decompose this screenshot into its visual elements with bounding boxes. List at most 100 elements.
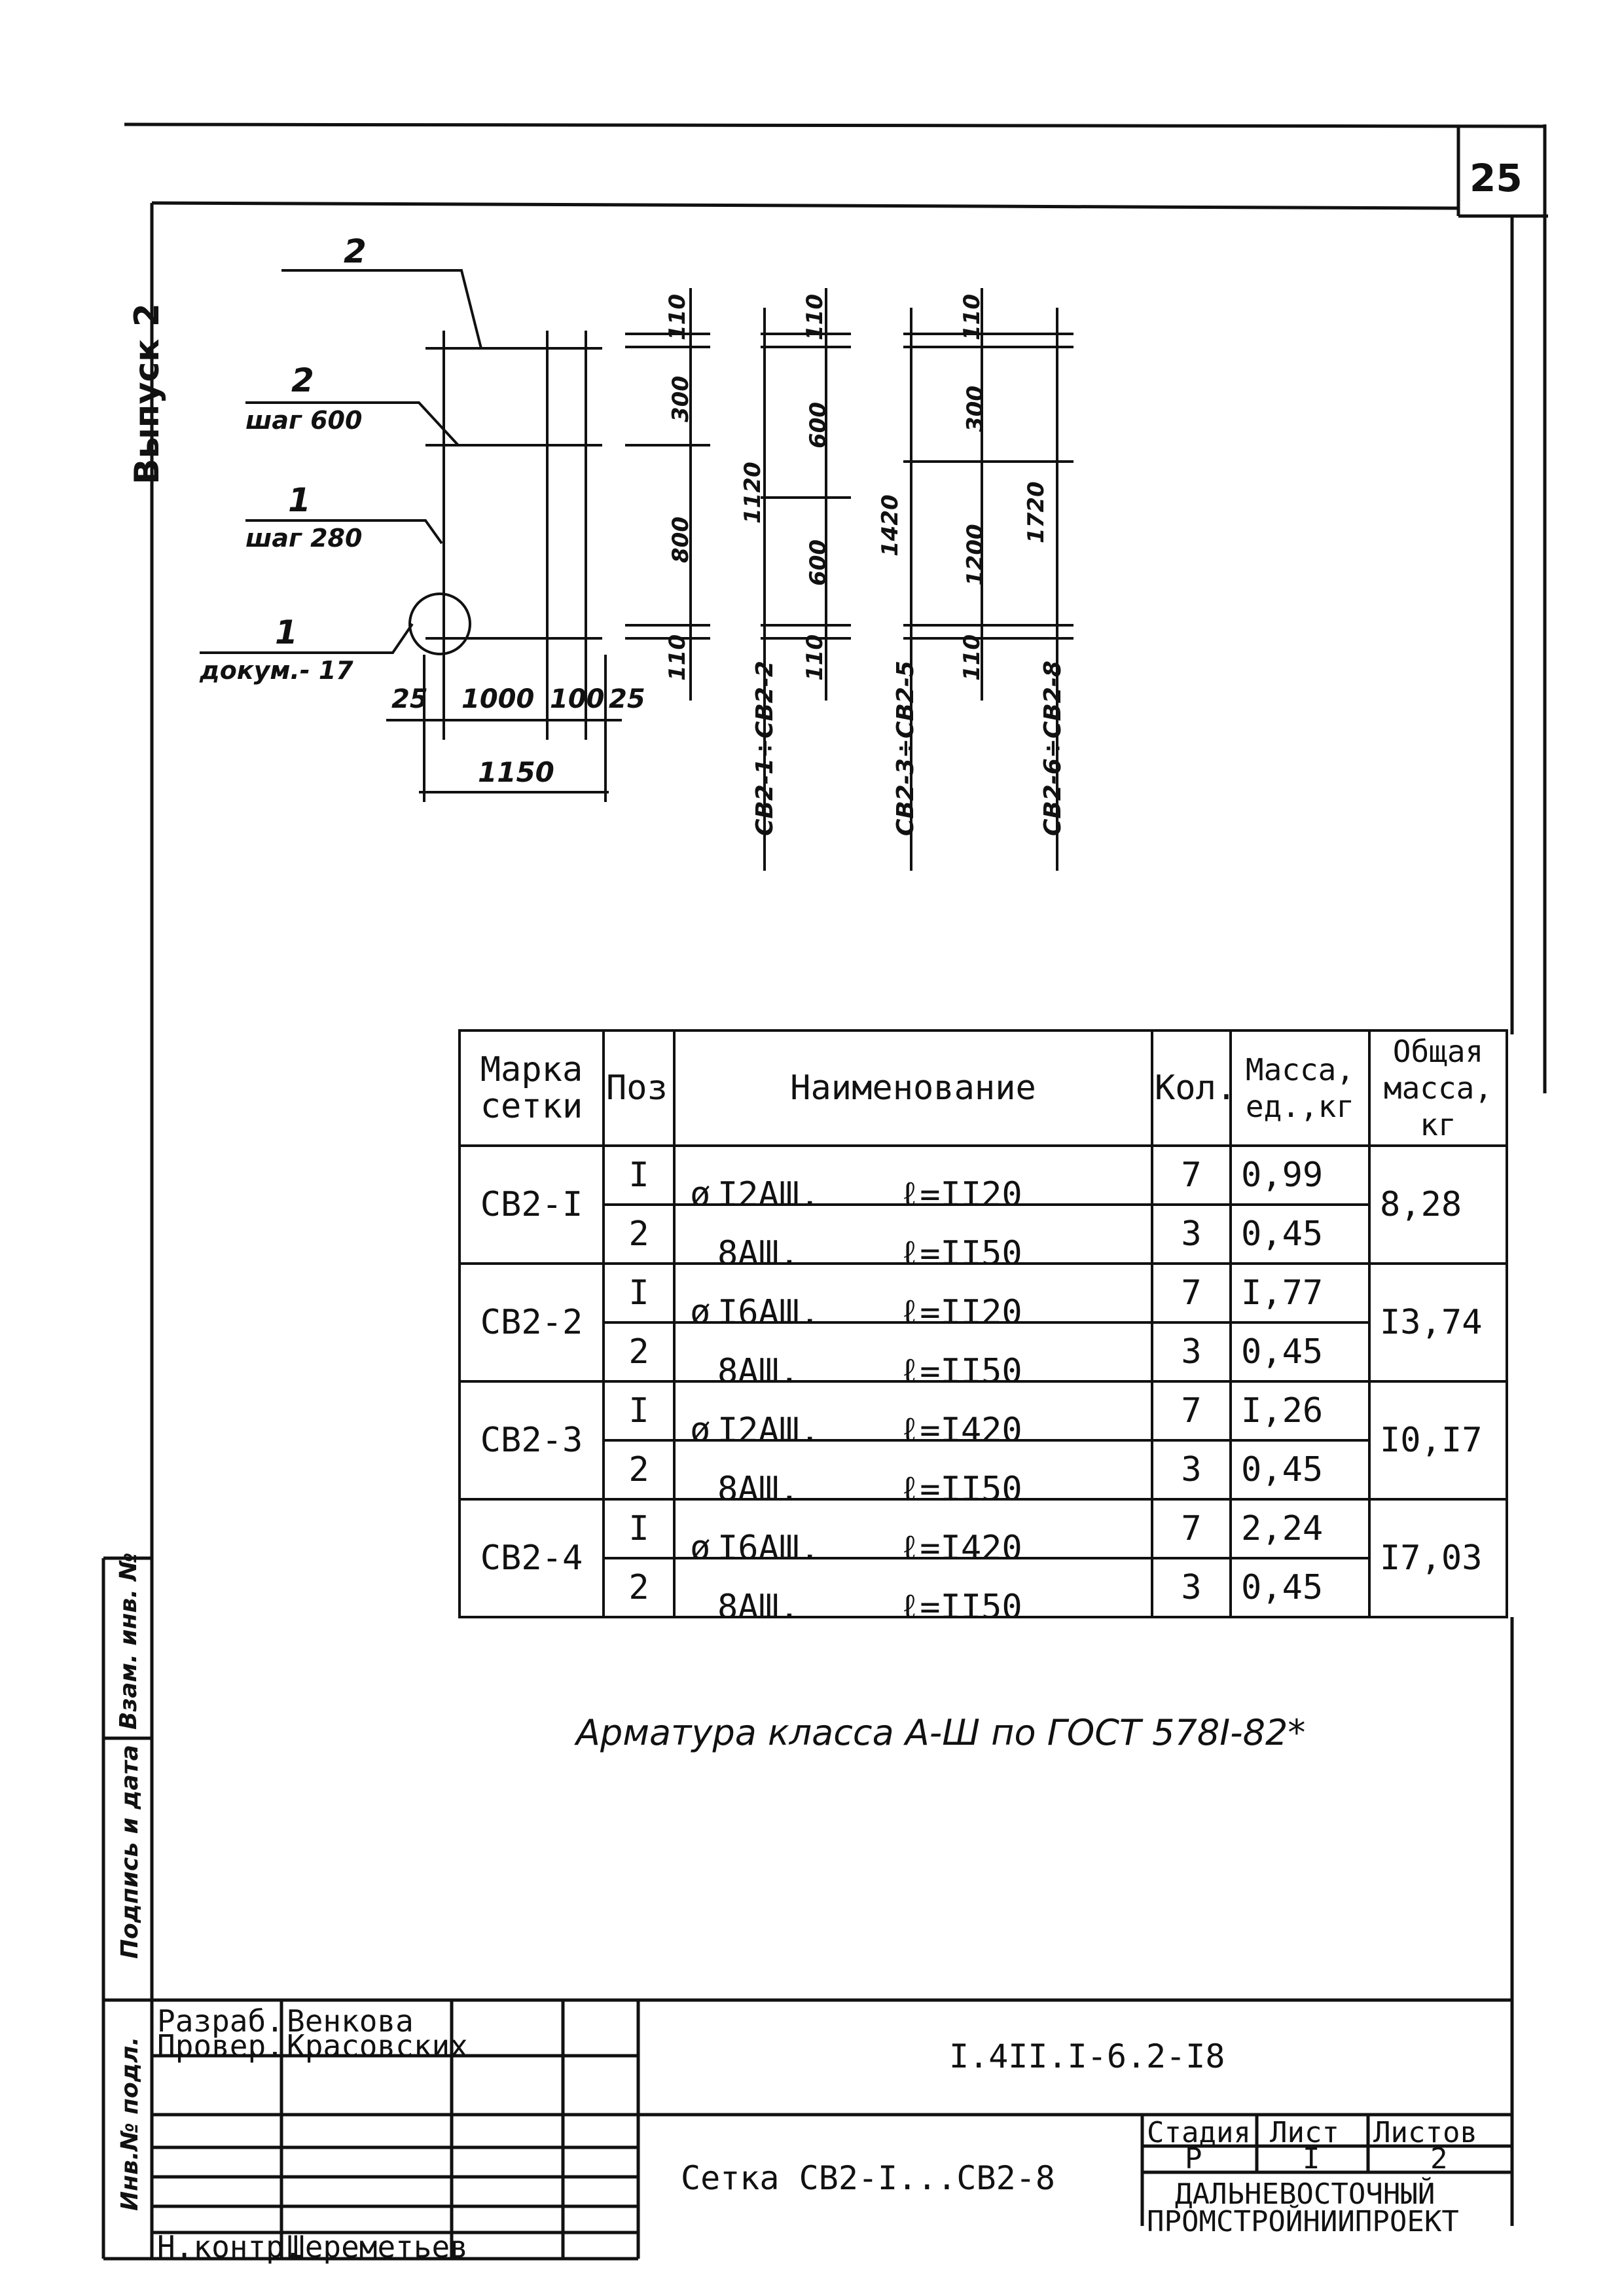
- callout-number: 1: [288, 481, 311, 519]
- item-name: 8АШ,ℓ=II50: [673, 1203, 1153, 1265]
- sheet-value: I: [1303, 2142, 1320, 2176]
- name-developer: Венкова: [287, 2003, 414, 2039]
- callout-number: 1: [275, 613, 298, 651]
- unit-mass: 0,45: [1229, 1321, 1371, 1383]
- dim-bottom-100: 100: [550, 684, 605, 714]
- position: 2: [602, 1203, 676, 1265]
- quantity: 3: [1151, 1203, 1232, 1265]
- quantity: 7: [1151, 1380, 1232, 1442]
- col2-dim-total: 1420: [877, 494, 903, 556]
- header-total-mass: Общая масса, кг: [1368, 1029, 1508, 1147]
- bar-length: ℓ=II50: [899, 1470, 1022, 1499]
- bar-grade: I2АШ,: [717, 1411, 820, 1440]
- margin-label-signature-date: Подпись и дата: [117, 1745, 143, 1959]
- callout-note: докум.- 17: [200, 656, 353, 685]
- quantity: 7: [1151, 1498, 1232, 1559]
- quantity: 3: [1151, 1439, 1232, 1501]
- position: I: [602, 1380, 676, 1442]
- sheets-value: 2: [1430, 2142, 1448, 2176]
- quantity: 7: [1151, 1144, 1232, 1206]
- unit-mass: 2,24: [1229, 1498, 1371, 1559]
- diameter-sign: ø: [690, 1175, 711, 1205]
- role-checker: Провер.: [157, 2028, 284, 2064]
- diameter-sign: ø: [690, 1411, 711, 1440]
- position: I: [602, 1498, 676, 1559]
- unit-mass: 0,45: [1229, 1439, 1371, 1501]
- role-norm-control: Н.контр.: [157, 2229, 302, 2265]
- unit-mass: 0,99: [1229, 1144, 1371, 1206]
- bar-grade: 8АШ,: [717, 1470, 800, 1499]
- col1-dim-bottom: 110: [664, 634, 691, 681]
- mesh-mark: СВ2-2: [458, 1262, 605, 1383]
- table-row: 2 8АШ, ℓ=II50 3 0,45: [460, 1439, 1507, 1501]
- bar-grade: 8АШ,: [717, 1234, 800, 1264]
- position: 2: [602, 1321, 676, 1383]
- name-norm-control: Шереметьев: [287, 2229, 468, 2265]
- col2-dim-low: 600: [805, 539, 831, 586]
- organization-line-2: ПРОМСТРОЙНИИПРОЕКТ: [1147, 2205, 1459, 2238]
- col2-dim-mid: 600: [805, 402, 831, 448]
- bar-length: ℓ=I420: [899, 1529, 1022, 1558]
- stage-label: Стадия: [1147, 2116, 1251, 2149]
- col2-dim-top: 110: [802, 294, 828, 340]
- header-qty: Кол.: [1151, 1029, 1232, 1147]
- callout-note: шаг 600: [245, 406, 363, 435]
- total-mass: I7,03: [1368, 1498, 1508, 1618]
- col2-label: СВ2-3÷СВ2-5: [892, 661, 919, 836]
- reinforcement-note: Арматура класса А-Ш по ГОСТ 578I-82*: [576, 1712, 1306, 1753]
- col1-dim-total: 1120: [740, 462, 766, 524]
- document-code: I.4II.I-6.2-I8: [949, 2037, 1225, 2075]
- bar-length: ℓ=II20: [899, 1175, 1022, 1205]
- bar-length: ℓ=II50: [899, 1352, 1022, 1381]
- margin-label-replacement-inv: Взам. инв. №: [115, 1552, 142, 1730]
- col1-dim-mid: 300: [668, 376, 694, 422]
- bar-grade: I2АШ,: [717, 1175, 820, 1205]
- callout-number: 2: [291, 361, 314, 399]
- table-header-row: Марка сетки Поз. Наименование Кол. Масса…: [458, 1029, 1508, 1147]
- quantity: 7: [1151, 1262, 1232, 1324]
- bar-length: ℓ=I420: [899, 1411, 1022, 1440]
- document-title: Сетка СВ2-I...СВ2-8: [681, 2159, 1055, 2197]
- dim-bottom-25-left: 25: [391, 684, 428, 714]
- col1-dim-top: 110: [664, 294, 691, 340]
- mesh-mark: СВ2-4: [458, 1498, 605, 1618]
- position: I: [602, 1144, 676, 1206]
- total-mass: 8,28: [1368, 1144, 1508, 1265]
- dim-bottom-25-right: 25: [609, 684, 645, 714]
- col3-dim-low: 1200: [962, 524, 988, 586]
- organization-line-1: ДАЛЬНЕВОСТОЧНЫЙ: [1175, 2178, 1435, 2211]
- item-name: 8АШ,ℓ=II50: [673, 1321, 1153, 1383]
- col3-dim-mid: 300: [962, 386, 988, 432]
- total-mass: I0,I7: [1368, 1380, 1508, 1501]
- total-mass: I3,74: [1368, 1262, 1508, 1383]
- position: 2: [602, 1439, 676, 1501]
- item-name: 8АШ,ℓ=II50: [673, 1557, 1153, 1618]
- unit-mass: 0,45: [1229, 1557, 1371, 1618]
- col2-dim-bottom: 110: [802, 634, 828, 681]
- col3-label: СВ2-6÷СВ2-8: [1039, 661, 1066, 836]
- table-row: 2 8АШ,ℓ=II50 3 0,45: [460, 1203, 1507, 1265]
- col1-dim-low: 800: [668, 517, 694, 563]
- name-checker: Красовских: [287, 2028, 468, 2064]
- position: 2: [602, 1557, 676, 1618]
- stage-value: Р: [1185, 2142, 1202, 2176]
- table-row: 2 8АШ,ℓ=II50 3 0,45: [460, 1321, 1507, 1383]
- unit-mass: 0,45: [1229, 1203, 1371, 1265]
- col3-dim-total: 1720: [1023, 481, 1049, 543]
- col3-dim-top: 110: [959, 294, 985, 340]
- header-unit-mass: Масса, ед.,кг: [1229, 1029, 1371, 1147]
- release-label: Выпуск 2: [128, 303, 167, 484]
- header-name: Наименование: [673, 1029, 1153, 1147]
- header-pos: Поз.: [602, 1029, 676, 1147]
- callout-note: шаг 280: [245, 524, 363, 553]
- col3-dim-bottom: 110: [959, 634, 985, 681]
- bar-length: ℓ=II50: [899, 1588, 1022, 1617]
- quantity: 3: [1151, 1321, 1232, 1383]
- mesh-mark: СВ2-3: [458, 1380, 605, 1501]
